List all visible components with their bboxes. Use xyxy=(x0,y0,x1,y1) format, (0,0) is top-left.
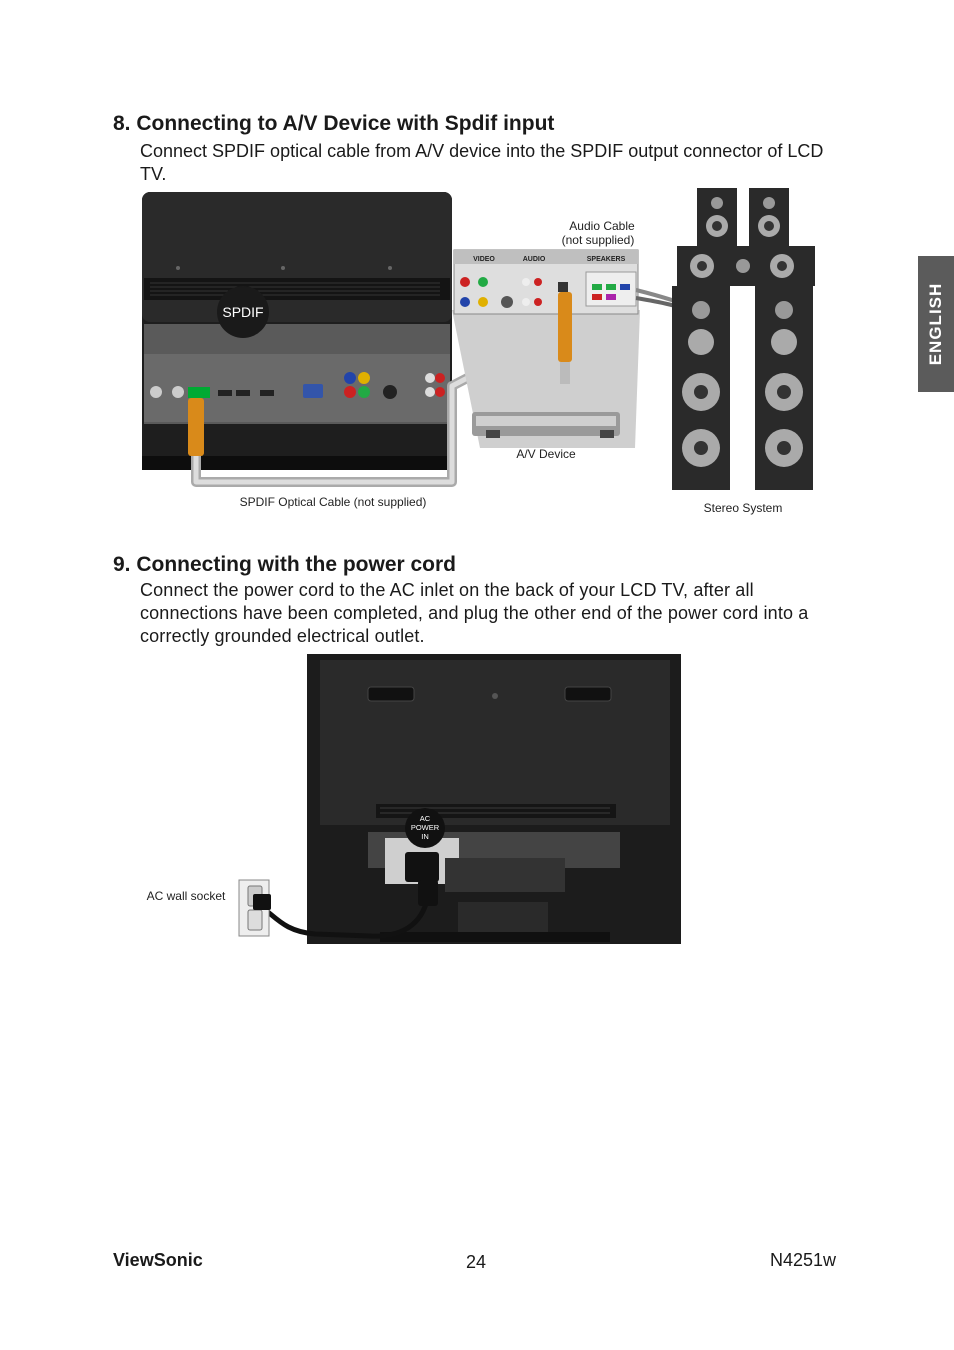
section9-text: Connect the power cord to the AC inlet o… xyxy=(140,580,809,646)
audio-cable-caption-2: (not supplied) xyxy=(562,233,635,247)
footer-model: N4251w xyxy=(770,1250,837,1270)
optical-plug-device xyxy=(558,292,572,362)
language-tab: ENGLISH xyxy=(918,256,954,392)
footer-brand: ViewSonic xyxy=(113,1250,203,1270)
av-device-caption: A/V Device xyxy=(516,447,576,461)
optical-plug-tv xyxy=(188,398,204,456)
optical-cable-caption: SPDIF Optical Cable (not supplied) xyxy=(240,495,427,509)
power-cord-diagram: AC POWER IN AC wall socket xyxy=(147,654,681,944)
tv-back-panel xyxy=(142,192,452,470)
spdif-badge xyxy=(217,286,269,338)
spdif-badge-label: SPDIF xyxy=(222,304,263,320)
wall-socket xyxy=(238,879,271,937)
svg-text:IN: IN xyxy=(421,832,429,841)
audio-cable-caption-1: Audio Cable xyxy=(569,219,635,233)
svg-text:VIDEO: VIDEO xyxy=(473,256,495,263)
svg-text:AC: AC xyxy=(420,814,431,823)
section8-text: Connect SPDIF optical cable from A/V dev… xyxy=(140,141,824,184)
stereo-system-caption: Stereo System xyxy=(704,501,783,515)
language-tab-label: ENGLISH xyxy=(926,282,945,366)
wall-socket-caption: AC wall socket xyxy=(147,889,226,903)
ac-power-badge xyxy=(405,808,445,848)
av-device xyxy=(472,412,620,438)
spdif-connection-diagram: SPDIF VIDEO AUDIO SPEAKERS A/V Device Au… xyxy=(142,188,815,515)
svg-text:AUDIO: AUDIO xyxy=(523,256,546,263)
svg-text:POWER: POWER xyxy=(411,823,440,832)
section9-title: 9. Connecting with the power cord xyxy=(113,553,457,576)
power-cord xyxy=(256,881,431,939)
footer-page-number: 24 xyxy=(466,1252,487,1272)
stereo-speakers xyxy=(672,188,815,490)
section8-title: 8. Connecting to A/V Device with Spdif i… xyxy=(113,112,555,135)
svg-text:SPEAKERS: SPEAKERS xyxy=(587,256,626,263)
tv-back-large xyxy=(307,654,681,944)
